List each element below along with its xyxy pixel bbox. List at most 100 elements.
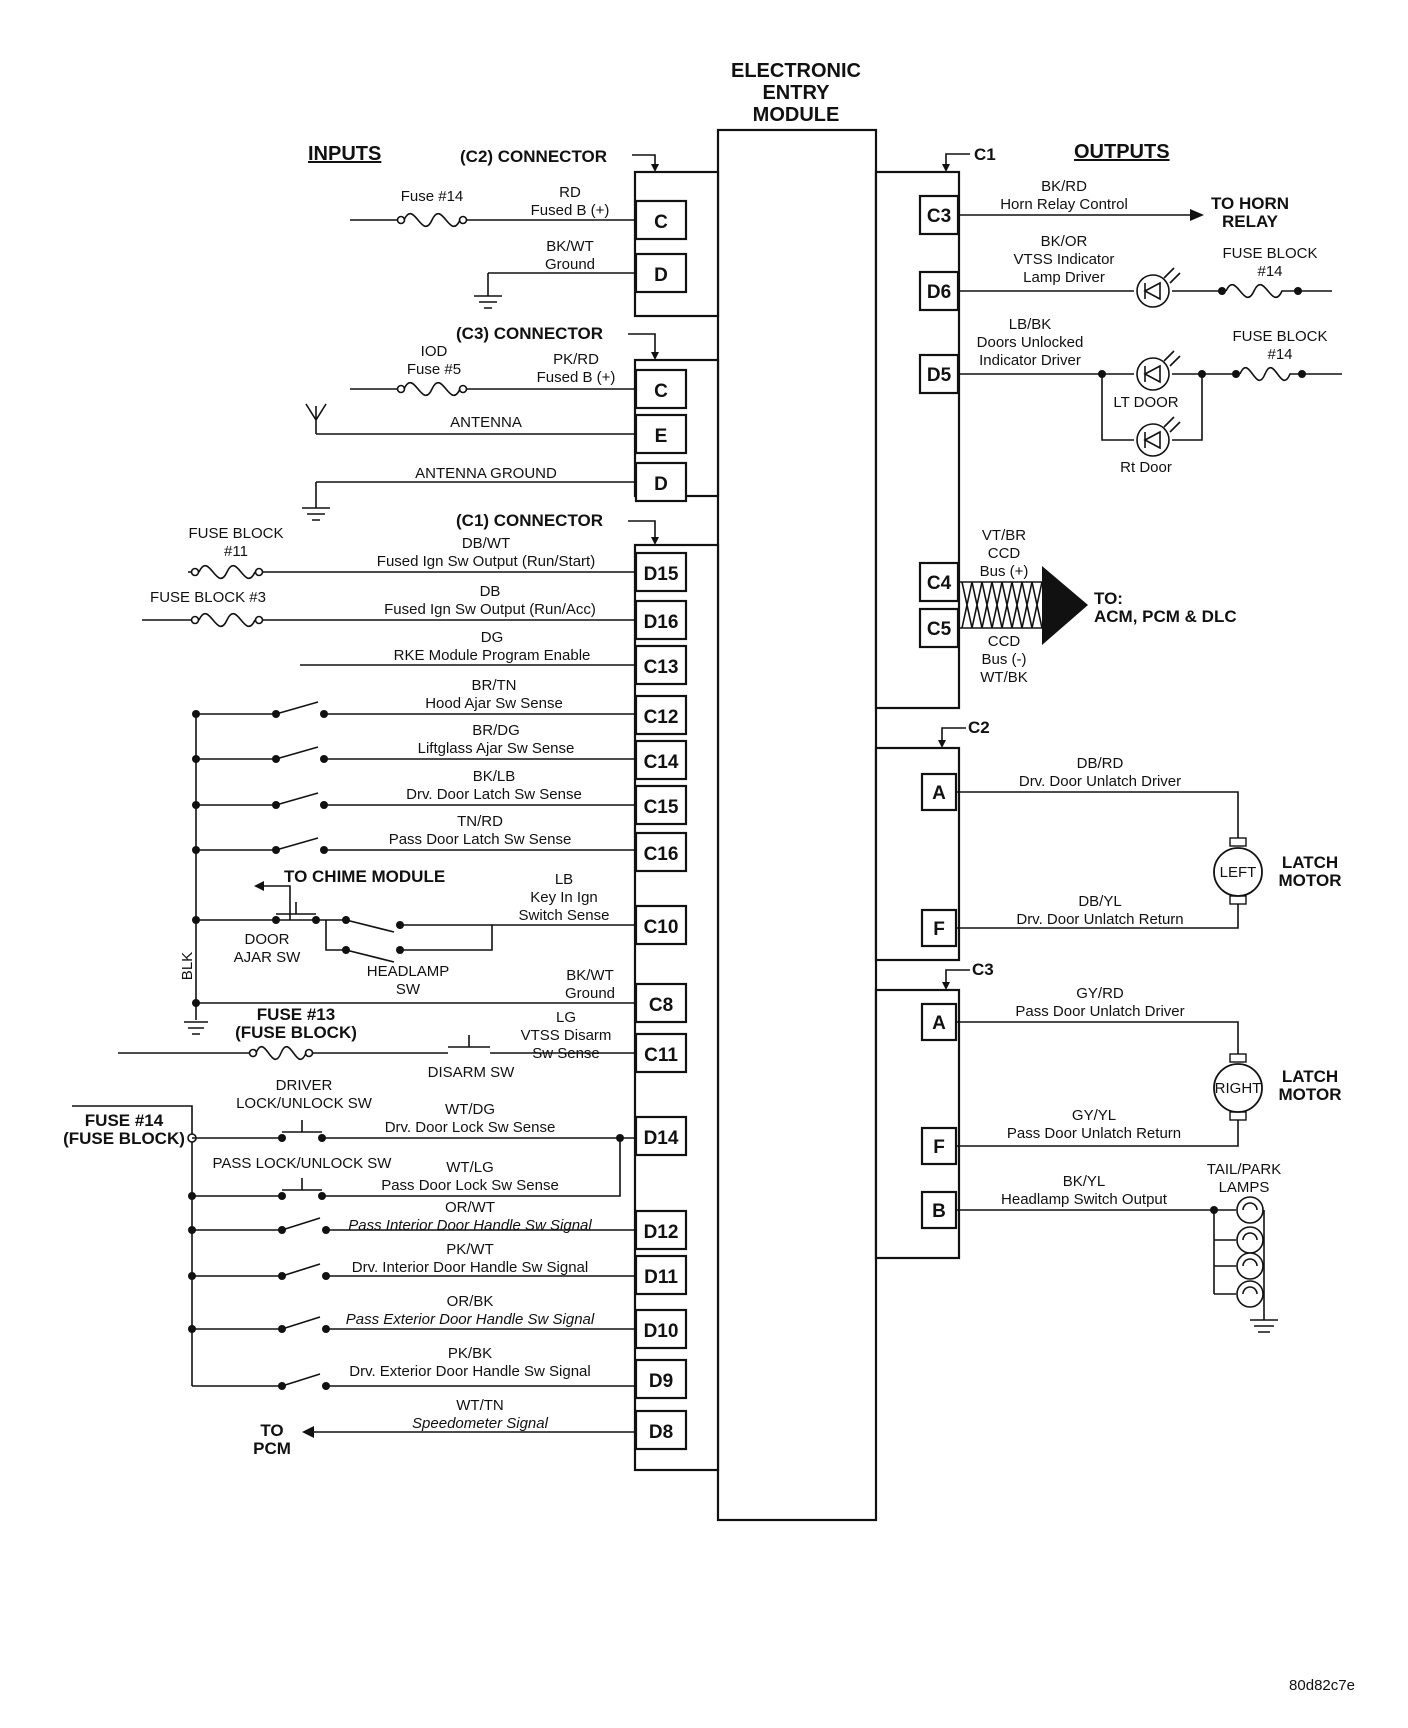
arrow-head <box>942 164 950 172</box>
ccd-wtbk: WT/BK <box>980 669 1028 686</box>
pin-box-d9 <box>634 1358 688 1400</box>
wire-wtdg-color: WT/DG <box>445 1101 495 1118</box>
fuse-14a-symbol <box>1225 283 1294 299</box>
out-pin-b: B <box>932 1201 946 1222</box>
wire-wtdg-desc: Drv. Door Lock Sw Sense <box>385 1119 556 1136</box>
fuse-terminal <box>396 215 406 225</box>
switch-pass-ext <box>281 1316 321 1330</box>
wire-gyyl-color: GY/YL <box>1072 1107 1116 1124</box>
wire-dg-color: DG <box>481 629 504 646</box>
wire-antenna-ground <box>315 481 636 508</box>
wire-bklb-desc: Drv. Door Latch Sw Sense <box>406 786 582 803</box>
right-motor-label: RIGHT <box>1215 1080 1262 1097</box>
wire-dg-desc: RKE Module Program Enable <box>394 647 591 664</box>
switch-liftglass <box>275 746 319 760</box>
driver-lock-label-2: LOCK/UNLOCK SW <box>236 1095 373 1112</box>
pin-box-c14 <box>634 739 688 781</box>
pin-d15: D15 <box>644 564 679 585</box>
node <box>192 999 200 1007</box>
node <box>342 916 350 924</box>
inputs-heading: INPUTS <box>308 143 381 165</box>
node <box>1098 370 1106 378</box>
wire-lg-desc1: VTSS Disarm <box>521 1027 612 1044</box>
pin-c11: C11 <box>644 1045 678 1066</box>
pin-c2c: C <box>654 212 668 233</box>
pin-c14: C14 <box>644 752 679 773</box>
left-motor-icon <box>1213 847 1263 897</box>
to-acm-1: TO: <box>1094 589 1123 608</box>
pin-d16: D16 <box>644 612 679 633</box>
fuse-terminal <box>254 567 264 577</box>
c3-connector-label: (C3) CONNECTOR <box>456 324 603 343</box>
out-pin-a1: A <box>932 783 946 804</box>
node <box>318 1134 326 1142</box>
pass-lock-label: PASS LOCK/UNLOCK SW <box>213 1155 393 1172</box>
node <box>1198 370 1206 378</box>
wire-pkwt-color: PK/WT <box>446 1241 494 1258</box>
pin-c3d: D <box>654 474 668 495</box>
pin-box-d5 <box>918 353 960 395</box>
arrow-head <box>254 881 264 891</box>
switch-drv-ext <box>281 1373 321 1387</box>
fuse-terminal <box>190 615 200 625</box>
wire-gyyl-desc: Pass Door Unlatch Return <box>1007 1125 1181 1142</box>
fuse-block-11-a: FUSE BLOCK <box>188 525 283 542</box>
out-pin-d6: D6 <box>927 282 951 303</box>
pin-c3e: E <box>655 426 668 447</box>
ccd-plus-2: Bus (+) <box>980 563 1029 580</box>
out-pin-a2: A <box>932 1013 946 1034</box>
wire-tnrd-desc: Pass Door Latch Sw Sense <box>389 831 572 848</box>
pin-box-d6 <box>918 270 960 312</box>
out-pin-c3: C3 <box>927 206 951 227</box>
driver-lock-label-1: DRIVER <box>276 1077 333 1094</box>
node <box>272 801 280 809</box>
tail-lamp-icon <box>1236 1252 1264 1280</box>
node <box>192 710 200 718</box>
wire-bkwt-desc: Ground <box>545 256 595 273</box>
pin-c8: C8 <box>649 995 673 1016</box>
motor-shaft <box>1229 1053 1247 1063</box>
c1-connector-arrow <box>628 520 656 543</box>
to-pcm-2: PCM <box>253 1439 291 1458</box>
node <box>278 1134 286 1142</box>
out-pin-d5: D5 <box>927 365 952 386</box>
ccd-vtbr: VT/BR <box>982 527 1026 544</box>
output-wires: BK/RD Horn Relay Control TO HORN RELAY B… <box>956 178 1342 1333</box>
module-title-2: ENTRY <box>762 82 830 104</box>
out-pin-c4: C4 <box>927 573 952 594</box>
c3-connector-arrow <box>628 333 656 358</box>
c1-connector-label: (C1) CONNECTOR <box>456 511 603 530</box>
wire-orbk-color: OR/BK <box>447 1293 494 1310</box>
ccd-connector-icon <box>1042 566 1088 645</box>
to-chime-label: TO CHIME MODULE <box>284 867 445 886</box>
node <box>272 755 280 763</box>
node <box>342 946 350 954</box>
pin-box-d11 <box>634 1254 688 1296</box>
pin-box-d15 <box>634 551 688 593</box>
tail-lamp-icon <box>1236 1196 1264 1224</box>
wire-bklb-color: BK/LB <box>473 768 516 785</box>
wire-db-desc: Fused Ign Sw Output (Run/Acc) <box>384 601 596 618</box>
rt-door-led-icon <box>1136 423 1170 457</box>
ground-icon <box>302 507 330 521</box>
node <box>278 1325 286 1333</box>
out-c3-arrow <box>945 969 970 988</box>
ground-icon <box>474 295 502 309</box>
led-glyph <box>1143 416 1181 450</box>
node <box>320 755 328 763</box>
input-pins: C D C E D D15 D16 C13 C12 C14 C15 C16 C1… <box>634 199 688 1451</box>
wire-brtn-desc: Hood Ajar Sw Sense <box>425 695 563 712</box>
headlamp-sw-label-2: SW <box>396 981 421 998</box>
pin-box-c11 <box>634 1032 688 1074</box>
fuse-terminal <box>254 615 264 625</box>
wire-brdg-color: BR/DG <box>472 722 520 739</box>
switch-drv-latch <box>275 792 319 806</box>
node <box>396 921 404 929</box>
fuse13-label: FUSE #13 <box>257 1005 335 1024</box>
pin-box-c3e <box>634 413 688 455</box>
headlamp-wiring <box>316 919 493 951</box>
pin-c12: C12 <box>644 707 679 728</box>
fuse-block-b2: #14 <box>1267 346 1292 363</box>
antenna-ground-label: ANTENNA GROUND <box>415 465 557 482</box>
headlamp-sw-label-1: HEADLAMP <box>367 963 450 980</box>
